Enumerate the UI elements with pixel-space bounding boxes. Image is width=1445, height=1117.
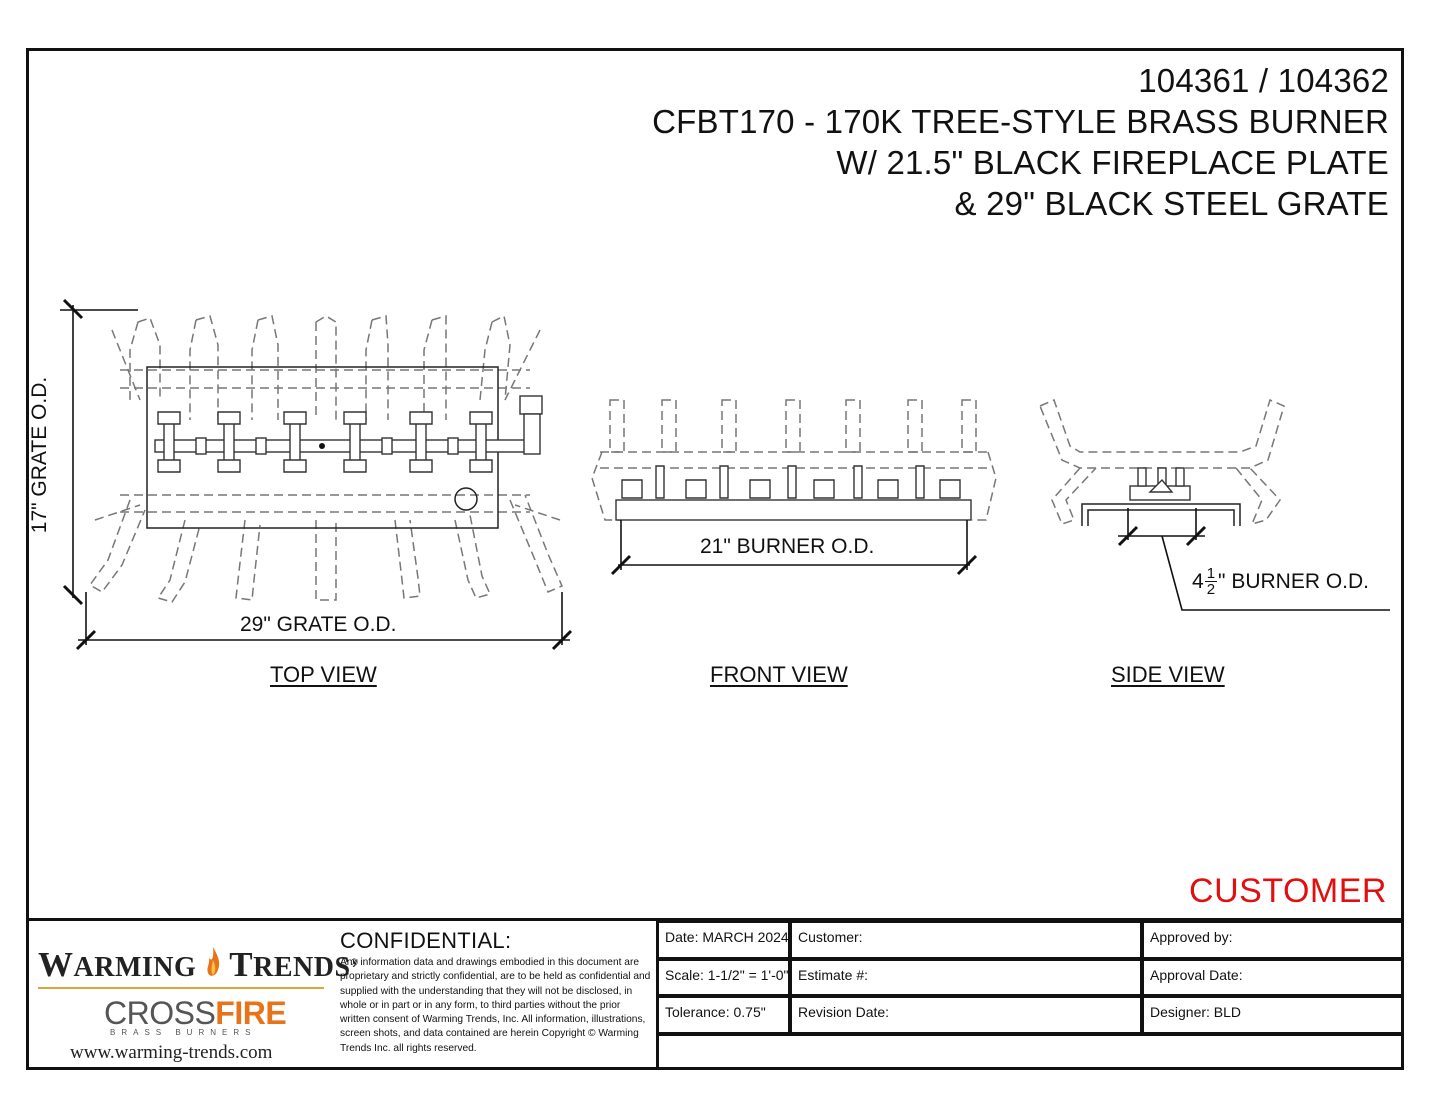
logo-t: T: [229, 945, 254, 984]
front-burner-valves: [621, 465, 961, 499]
website-link[interactable]: www.warming-trends.com: [70, 1042, 273, 1063]
estimate-cell: Estimate #:: [790, 959, 1142, 996]
top-grate-lower-prongs: [88, 369, 563, 603]
top-view-drawing: [60, 298, 573, 651]
front-fireplace-plate: [615, 499, 972, 521]
logo-rends: RENDS: [253, 952, 351, 983]
side-grate: [1039, 398, 1285, 526]
grate-spec: & 29" BLACK STEEL GRATE: [954, 185, 1389, 222]
crossfire-subtitle: BRASS BURNERS: [110, 1028, 257, 1037]
revision-date-cell: Revision Date:: [790, 996, 1142, 1034]
confidential-notice: CONFIDENTIAL: Any information data and d…: [340, 928, 652, 1056]
logo-w: W: [38, 945, 74, 984]
customer-cell: Customer:: [790, 921, 1142, 959]
side-view-label: SIDE VIEW: [1111, 662, 1225, 687]
top-burner-valves: [157, 411, 493, 473]
side-burner-label: 4 1 2 " BURNER O.D.: [1192, 566, 1369, 597]
side-view-drawing: [1039, 398, 1390, 611]
registered-mark: ®: [350, 957, 359, 969]
top-key-valve: [454, 487, 478, 511]
side-burner-valves: [1129, 467, 1191, 501]
approval-date-cell: Approval Date:: [1142, 959, 1404, 996]
logo-arming: ARMING: [73, 952, 197, 983]
side-burner-fraction: 1 2: [1204, 565, 1218, 598]
top-view-label: TOP VIEW: [270, 662, 377, 687]
date-cell: Date: MARCH 2024: [656, 921, 790, 959]
top-dimension-height: [60, 298, 138, 606]
crossfire-fire: FIRE: [215, 995, 287, 1031]
front-dimension: [610, 520, 978, 576]
approved-by-cell: Approved by:: [1142, 921, 1404, 959]
side-fireplace-plate: [1081, 503, 1241, 526]
designer-cell: Designer: BLD: [1142, 996, 1404, 1034]
front-view-label: FRONT VIEW: [710, 662, 848, 687]
front-view-drawing: [591, 399, 997, 576]
side-dimension: [1117, 508, 1390, 611]
crossfire-logo: CROSSFIRE: [104, 995, 287, 1032]
crossfire-cross: CROSS: [104, 995, 216, 1031]
fraction-numerator: 1: [1204, 565, 1218, 582]
grate-height-label: 17" GRATE O.D.: [28, 376, 51, 534]
product-name: CFBT170 - 170K TREE-STYLE BRASS BURNER: [652, 103, 1389, 140]
drawing-title: 104361 / 104362 CFBT170 - 170K TREE-STYL…: [652, 60, 1389, 224]
confidential-body: Any information data and drawings embodi…: [340, 957, 651, 1054]
front-burner-label: 21" BURNER O.D.: [700, 535, 875, 558]
logo-underline: [38, 987, 324, 989]
grate-width-label: 29" GRATE O.D.: [240, 613, 397, 636]
title-block-grid: Date: MARCH 2024 Customer: Approved by: …: [656, 921, 1404, 1070]
confidential-heading: CONFIDENTIAL:: [340, 928, 512, 953]
title-block-divider: [26, 918, 1404, 921]
side-burner-suffix: " BURNER O.D.: [1218, 569, 1369, 593]
side-burner-whole: 4: [1192, 569, 1204, 593]
scale-cell: Scale: 1-1/2" = 1'-0": [656, 959, 790, 996]
top-dimension-width: [75, 592, 573, 651]
company-logo-area: WARMING TRENDS® CROSSFIRE BRASS BURNERS …: [32, 925, 358, 1065]
plate-spec: W/ 21.5" BLACK FIREPLACE PLATE: [836, 144, 1389, 181]
top-grate-upper-prongs: [111, 314, 541, 420]
customer-stamp: CUSTOMER: [1189, 872, 1387, 910]
tolerance-cell: Tolerance: 0.75": [656, 996, 790, 1034]
part-numbers: 104361 / 104362: [1138, 62, 1389, 99]
flame-icon: [207, 947, 219, 976]
fraction-denominator: 2: [1206, 581, 1216, 598]
blank-row-cell: [656, 1034, 1404, 1070]
warming-trends-logo: WARMING TRENDS®: [38, 945, 359, 985]
top-burner-manifold: [154, 395, 543, 511]
